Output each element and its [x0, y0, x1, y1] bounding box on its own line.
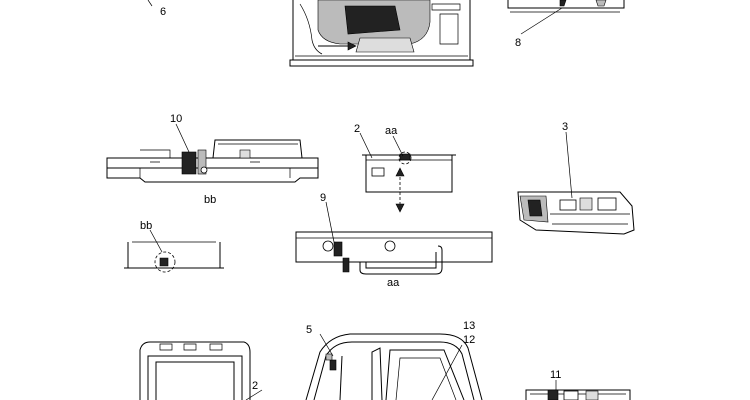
cab-interior-seat-view	[289, 0, 474, 67]
view-label-aa: aa	[387, 277, 400, 289]
part-assembly-11: 11	[525, 369, 631, 400]
window-frame-2-bottom: 2	[139, 341, 263, 400]
leader-line-2-bottom	[245, 389, 263, 400]
detail-bb: bb	[124, 220, 224, 273]
frame-assembly-10: 10 bb	[106, 113, 319, 206]
callout-10: 10	[170, 113, 182, 125]
cab-frame-assembly: 5 12 13	[305, 320, 483, 400]
leader-line-2-top	[359, 132, 373, 159]
callout-8-group: 8	[507, 0, 625, 49]
callout-12: 12	[463, 334, 475, 346]
callout-aa-top: aa	[385, 125, 398, 137]
leader-line-9	[325, 201, 335, 243]
panel-assembly-2-top: 2 aa	[354, 123, 456, 213]
leader-line-aa-top	[392, 135, 404, 157]
leader-line-3	[565, 131, 573, 199]
callout-2-top: 2	[354, 123, 360, 135]
callout-8: 8	[515, 37, 521, 49]
console-assembly-3: 3	[517, 121, 635, 235]
leader-line-12	[431, 344, 463, 400]
callout-6: 6	[160, 6, 166, 18]
frame-assembly-9: 9 aa	[295, 192, 493, 289]
leader-line-6	[147, 0, 153, 7]
callout-6-group: 6	[147, 0, 166, 18]
callout-9: 9	[320, 192, 326, 204]
callout-11: 11	[550, 369, 561, 381]
leader-line-10	[175, 123, 190, 153]
callout-2-bottom: 2	[252, 380, 258, 392]
leader-line-5	[319, 333, 334, 357]
leader-line-bb	[149, 229, 163, 253]
view-label-bb: bb	[204, 194, 216, 206]
leader-line-8	[520, 7, 563, 35]
callout-bb-detail: bb	[140, 220, 152, 232]
callout-13: 13	[463, 320, 475, 332]
callout-3: 3	[562, 121, 568, 133]
callout-5: 5	[306, 324, 312, 336]
